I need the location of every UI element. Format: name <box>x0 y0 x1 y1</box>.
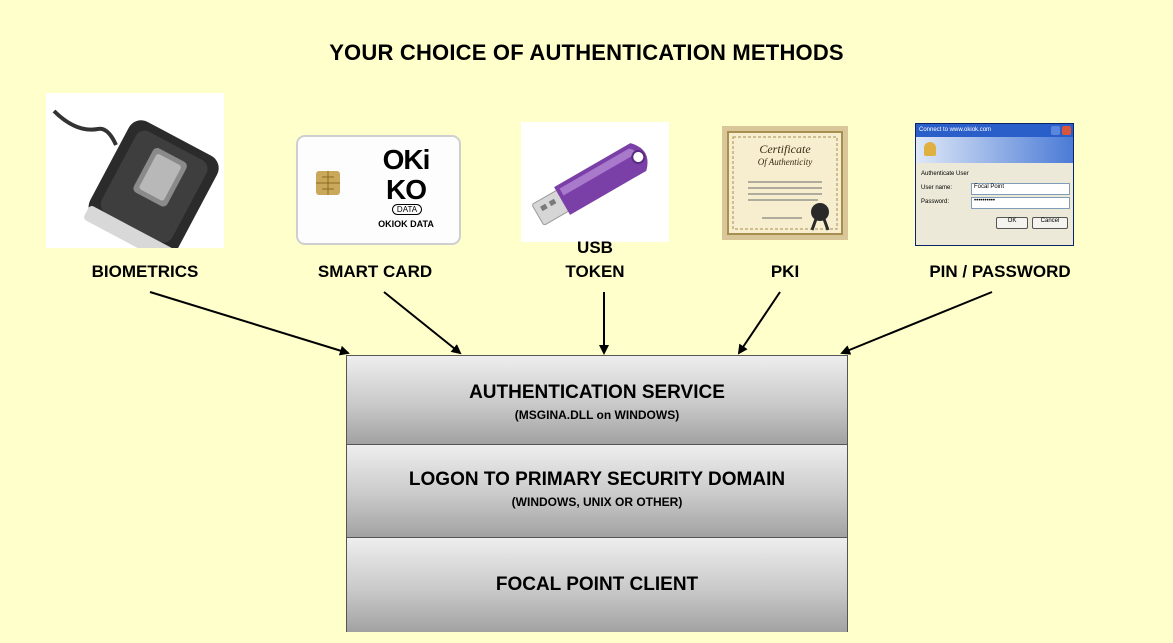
layer-focal-point-client: FOCAL POINT CLIENT <box>347 537 847 632</box>
certificate-icon <box>722 126 848 240</box>
password-field: •••••••••• <box>971 197 1070 209</box>
layer-subtitle: (MSGINA.DLL on WINDOWS) <box>514 408 680 422</box>
method-label: SMART CARD <box>317 262 433 281</box>
layer-subtitle: (WINDOWS, UNIX OR OTHER) <box>511 495 683 509</box>
layer-logon-primary-domain: LOGON TO PRIMARY SECURITY DOMAIN (WINDOW… <box>347 444 847 537</box>
cancel-button: Cancel <box>1032 217 1068 229</box>
fingerprint-reader-icon <box>46 93 224 248</box>
layer-authentication-service: AUTHENTICATION SERVICE (MSGINA.DLL on WI… <box>347 356 847 444</box>
key-icon <box>924 142 936 156</box>
arrow-pki <box>737 291 781 355</box>
help-icon <box>1051 126 1060 135</box>
card-brand-text: OKIOK DATA <box>378 219 434 229</box>
user-field: Focal Point <box>971 183 1070 195</box>
dialog-heading: Authenticate User <box>921 171 969 177</box>
diagram-title: YOUR CHOICE OF AUTHENTICATION METHODS <box>329 40 844 65</box>
dialog-titlebar: Connect to www.okiok.com <box>916 124 1073 137</box>
method-label-line1: USB <box>577 238 613 257</box>
dialog-banner <box>916 137 1073 163</box>
arrow-biometrics <box>149 291 350 356</box>
cert-title-2: Of Authenticity <box>757 157 813 167</box>
layer-title: LOGON TO PRIMARY SECURITY DOMAIN <box>408 469 786 490</box>
method-label: PKI <box>770 262 800 281</box>
cert-title-1: Certificate <box>759 142 811 156</box>
layer-stack: AUTHENTICATION SERVICE (MSGINA.DLL on WI… <box>346 355 848 632</box>
layer-title: FOCAL POINT CLIENT <box>495 574 699 595</box>
ok-button: OK <box>996 217 1028 229</box>
method-label-line2: TOKEN <box>565 262 625 281</box>
login-dialog-icon: Connect to www.okiok.com Authenticate Us… <box>915 123 1074 246</box>
arrow-smart-card <box>383 291 462 355</box>
user-label: User name: <box>921 185 953 191</box>
close-icon <box>1062 126 1071 135</box>
method-label: BIOMETRICS <box>91 262 199 281</box>
card-logo-bottom: KO <box>386 174 427 205</box>
layer-title: AUTHENTICATION SERVICE <box>469 382 725 403</box>
dialog-title: Connect to www.okiok.com <box>919 127 992 133</box>
card-logo-top: OKi <box>382 144 431 175</box>
method-label: PIN / PASSWORD <box>929 262 1071 281</box>
smart-card-icon <box>296 135 461 245</box>
usb-token-icon <box>521 122 669 242</box>
card-logo-tag: DATA <box>392 204 422 215</box>
password-label: Password: <box>921 199 950 205</box>
arrow-pin-password <box>840 291 993 355</box>
